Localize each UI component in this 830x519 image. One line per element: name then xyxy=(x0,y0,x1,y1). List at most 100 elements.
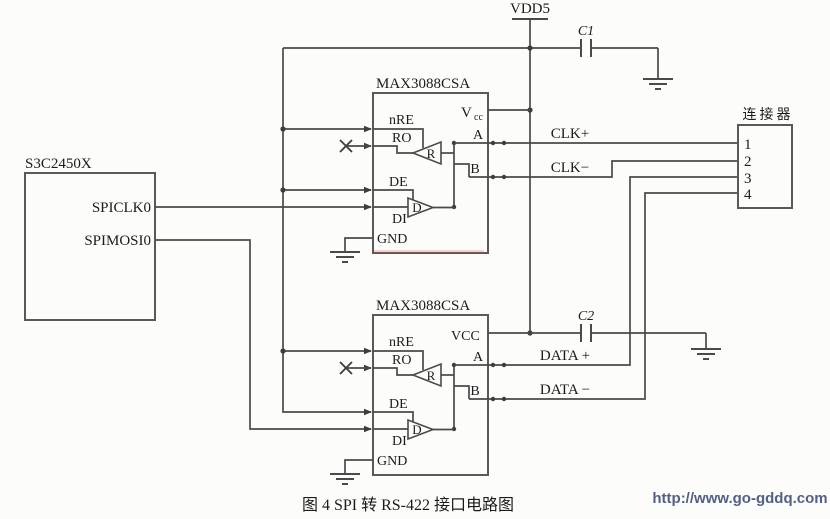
pin-entry-arrows xyxy=(364,125,372,433)
capacitor-c2: C2 xyxy=(578,309,594,342)
connector-block: 连接器 1 2 3 4 xyxy=(737,106,794,209)
junction-dot xyxy=(280,126,286,132)
connector-pin-3: 3 xyxy=(744,171,752,187)
c2-label: C2 xyxy=(578,309,594,324)
vdd5-rail: VDD5 xyxy=(283,1,658,336)
connector-pin-4: 4 xyxy=(744,187,752,203)
signal-label-clk-plus: CLK+ xyxy=(551,126,589,142)
junction-dot xyxy=(501,362,507,368)
no-connect-x1 xyxy=(339,139,371,153)
mcu-title: S3C2450X xyxy=(25,156,92,172)
mcu-box xyxy=(24,172,156,321)
ground-bars-icon xyxy=(643,78,673,90)
ground-symbol-c2 xyxy=(691,333,721,360)
xcvr2-pin-vcc: VCC xyxy=(451,329,480,344)
xcvr2-pin-de: DE xyxy=(389,397,408,412)
junction-dot xyxy=(490,362,496,368)
vdd5-label: VDD5 xyxy=(510,1,550,17)
xcvr1-title: MAX3088CSA xyxy=(376,76,470,92)
mcu-block: S3C2450X SPICLK0 SPIMOSI0 xyxy=(24,156,156,321)
connector-pin-1: 1 xyxy=(744,137,752,153)
signal-label-data-minus: DATA − xyxy=(540,382,590,398)
junction-dot xyxy=(490,396,496,402)
xcvr1-nre-net xyxy=(373,128,424,148)
xcvr2-pin-a: A xyxy=(473,350,484,365)
no-connect-x2 xyxy=(339,361,371,375)
xcvr2-gnd-wire xyxy=(344,459,373,474)
signal-label-clk-minus: CLK− xyxy=(551,160,589,176)
arrow-icon xyxy=(364,186,372,194)
driver-triangle-icon xyxy=(407,196,436,219)
red-artifact xyxy=(374,250,484,253)
xcvr1-gnd-wire xyxy=(344,237,373,252)
junction-dot xyxy=(490,174,496,180)
xcvr2-nre-net xyxy=(373,350,424,370)
connector-pin-2: 2 xyxy=(744,154,752,170)
xcvr1-pin-b: B xyxy=(470,162,479,177)
wire-spimosi0-to-di2 xyxy=(155,239,371,430)
wire-clk-minus xyxy=(488,160,738,178)
ground-bars-icon xyxy=(330,251,360,263)
mcu-pin-spiclk0: SPICLK0 xyxy=(92,200,151,216)
junction-dot xyxy=(527,45,533,51)
xcvr1-pin-vcc-sub: cc xyxy=(474,112,483,123)
ground-symbol-top xyxy=(643,48,673,90)
xcvr2-pin-nre: nRE xyxy=(389,335,414,350)
signal-wires: CLK+ CLK− DATA + DATA − xyxy=(488,126,738,402)
xcvr2-receiver-label: R xyxy=(427,368,436,383)
wire-data-minus xyxy=(488,192,738,400)
junction-dot xyxy=(490,140,496,146)
junction-dot xyxy=(501,174,507,180)
xcvr2-de-net xyxy=(373,411,414,422)
xcvr1-pin-di: DI xyxy=(392,212,407,227)
xcvr2-box xyxy=(372,314,489,476)
xcvr1-pin-a: A xyxy=(473,128,484,143)
wire-data-plus xyxy=(488,176,738,366)
xcvr2-pin-b: B xyxy=(470,384,479,399)
xcvr2-title: MAX3088CSA xyxy=(376,298,470,314)
c1-plates-icon xyxy=(580,39,592,57)
mcu-pin-spimosi0: SPIMOSI0 xyxy=(84,233,151,249)
junction-dot xyxy=(280,348,286,354)
watermark-url: http://www.go-gddq.com xyxy=(652,490,827,507)
xcvr1-pin-gnd: GND xyxy=(377,232,407,247)
junction-dot xyxy=(501,396,507,402)
arrow-icon xyxy=(364,203,372,211)
xcvr2-pin-ro: RO xyxy=(392,353,411,368)
ground-bars-icon xyxy=(691,348,721,360)
transceiver2-block: MAX3088CSA nRE RO R DE DI D GND VCC A B xyxy=(330,298,706,485)
c1-label: C1 xyxy=(578,24,594,39)
junction-dot xyxy=(501,140,507,146)
xcvr2-driver-label: D xyxy=(412,422,421,437)
enable-bus xyxy=(280,48,371,413)
arrow-icon xyxy=(364,425,372,433)
bus-vertical-wire xyxy=(282,48,371,413)
connector-title: 连接器 xyxy=(743,106,794,123)
c2-plates-icon xyxy=(580,324,592,342)
transceiver1-block: MAX3088CSA nRE RO R DE DI D GND V cc A xyxy=(330,76,530,263)
xcvr1-pin-de: DE xyxy=(389,175,408,190)
ground-bars-icon xyxy=(330,473,360,485)
xcvr2-b-step-net xyxy=(454,385,470,399)
xcvr2-pin-gnd: GND xyxy=(377,454,407,469)
junction-dot xyxy=(280,187,286,193)
xcvr1-box xyxy=(372,92,489,254)
xcvr2-pin-di: DI xyxy=(392,434,407,449)
driver-triangle-icon xyxy=(407,418,436,441)
xcvr1-pin-ro: RO xyxy=(392,131,411,146)
arrow-icon xyxy=(364,125,372,133)
arrow-icon xyxy=(364,408,372,416)
xcvr1-driver-label: D xyxy=(412,200,421,215)
xcvr1-b-step-net xyxy=(454,163,470,177)
xcvr1-receiver-label: R xyxy=(427,146,436,161)
figure-caption: 图 4 SPI 转 RS-422 接口电路图 xyxy=(302,496,514,514)
xcvr1-de-net xyxy=(373,189,414,200)
xcvr1-pin-vcc: V xyxy=(461,105,472,121)
capacitor-c1: C1 xyxy=(578,24,594,57)
spi-wires xyxy=(155,206,371,430)
arrow-icon xyxy=(364,347,372,355)
signal-label-data-plus: DATA + xyxy=(540,348,590,364)
xcvr1-ro-net xyxy=(373,145,413,154)
